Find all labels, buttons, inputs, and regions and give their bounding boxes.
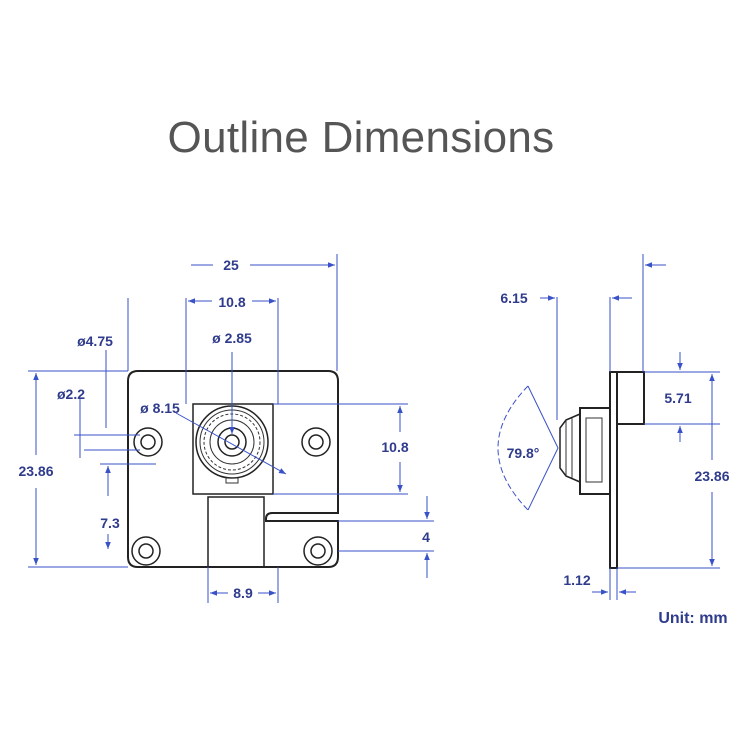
label-holder-width: 10.8	[218, 294, 245, 310]
side-board	[609, 371, 618, 569]
dim-side-height: 23.86	[617, 374, 730, 569]
label-lens-outer: ø 8.15	[140, 400, 180, 416]
dim-board-thickness: 1.12	[563, 568, 636, 600]
dim-holder-height: 10.8	[273, 403, 409, 495]
dim-lens-height: 6.15	[500, 290, 632, 420]
label-board-thickness: 1.12	[563, 572, 590, 588]
label-connector-width: 8.9	[233, 585, 253, 601]
side-module	[616, 371, 645, 425]
dim-aperture: ø 2.85	[212, 330, 252, 434]
dim-mount-hole: ø4.75	[77, 333, 113, 428]
mount-hole-top-right	[301, 427, 331, 457]
side-view: 79.8° 6.15 5.71 23.86	[497, 254, 730, 600]
dim-lens-outer: ø 8.15	[140, 400, 287, 475]
side-lens-barrel	[559, 413, 581, 483]
connector-strip	[207, 496, 265, 568]
label-height-total: 23.86	[18, 463, 53, 479]
dim-module-height: 5.71	[644, 352, 720, 442]
dim-width-total: 25	[127, 254, 338, 371]
label-mount-hole: ø4.75	[77, 333, 113, 349]
dim-bottom-gap: 4	[338, 496, 434, 578]
dim-holder-width: 10.8	[185, 294, 279, 404]
dim-small-hole: ø2.2	[57, 386, 140, 458]
label-module-height: 5.71	[664, 390, 691, 406]
lens-holder	[192, 403, 274, 495]
label-lens-height: 6.15	[500, 290, 527, 306]
unit-label: Unit: mm	[658, 610, 727, 627]
label-small-hole: ø2.2	[57, 386, 85, 402]
page-title: Outline Dimensions	[167, 113, 555, 162]
label-fov: 79.8°	[507, 445, 540, 461]
label-width-total: 25	[223, 257, 239, 273]
dim-lower-offset: 7.3	[100, 463, 156, 549]
front-view: 25 10.8 ø 2.85 ø 8.15 ø4.75	[18, 254, 434, 603]
dim-height-total: 23.86	[18, 370, 128, 568]
label-bottom-gap: 4	[422, 529, 430, 545]
dim-top-ref	[642, 254, 666, 372]
mount-hole-bottom-right	[303, 536, 333, 566]
side-lens-holder	[579, 407, 611, 495]
label-aperture: ø 2.85	[212, 330, 252, 346]
label-lower-offset: 7.3	[100, 515, 120, 531]
mount-hole-top-left	[133, 427, 163, 457]
pcb-board	[127, 370, 339, 568]
label-holder-height: 10.8	[381, 439, 408, 455]
label-side-height: 23.86	[694, 468, 729, 484]
mount-hole-bottom-left	[131, 536, 161, 566]
dim-connector-width: 8.9	[207, 567, 279, 603]
